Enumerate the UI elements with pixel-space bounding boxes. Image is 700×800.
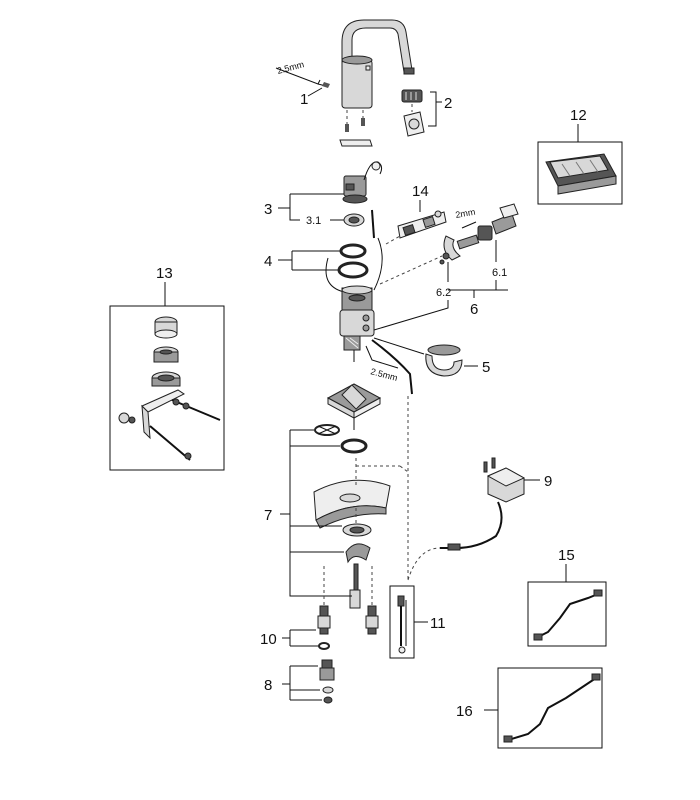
- callout-9: 9: [544, 473, 552, 490]
- callout-5: 5: [482, 359, 490, 376]
- cartridge-part: [342, 161, 383, 239]
- callout-14: 14: [412, 183, 429, 200]
- handle-part: [439, 203, 519, 265]
- allen-mid-label: 2.5mm: [369, 366, 398, 383]
- callout-12: 12: [570, 107, 587, 124]
- extension-hose-part-15: [533, 589, 603, 641]
- extension-hose-part-16: [503, 673, 601, 743]
- allen-key-top-icon: [275, 67, 330, 88]
- callout-10: 10: [260, 631, 277, 648]
- part-13-frame: [109, 305, 225, 471]
- spout-part: [341, 19, 415, 109]
- callout-6-2: 6.2: [436, 287, 451, 299]
- callout-11: 11: [430, 615, 446, 632]
- hoses-part-10: [317, 566, 379, 650]
- spout-screws: [339, 110, 373, 147]
- callout-6: 6: [470, 301, 478, 318]
- power-supply-part-9: [440, 457, 526, 551]
- sensor-box-part: [545, 153, 617, 195]
- o-rings-part: [325, 237, 383, 293]
- callout-4: 4: [264, 253, 272, 270]
- callout-8: 8: [264, 677, 272, 694]
- callout-3: 3: [264, 201, 272, 218]
- mixer-body-part: [339, 285, 375, 362]
- callout-3-1: 3.1: [306, 215, 321, 227]
- aerator-part: [401, 89, 425, 137]
- fixing-set-part-13: [118, 316, 221, 461]
- allen-handle-label: 2mm: [455, 207, 476, 220]
- callout-1: 1: [300, 91, 308, 108]
- callout-6-1: 6.1: [492, 267, 507, 279]
- mounting-set-part-7: [313, 424, 391, 609]
- clip-part-5: [425, 344, 463, 377]
- callout-15: 15: [558, 547, 575, 564]
- callout-16: 16: [456, 703, 473, 720]
- callout-2: 2: [444, 95, 452, 112]
- callout-7: 7: [264, 507, 272, 524]
- callout-13: 13: [156, 265, 173, 282]
- fittings-part-8: [319, 659, 335, 704]
- connector-part-14: [397, 210, 447, 239]
- mounting-plate-part: [326, 383, 382, 419]
- part-15-frame: [527, 581, 607, 647]
- sensor-cable-part-11: [397, 595, 407, 654]
- part-12-frame: [537, 141, 623, 205]
- part-16-frame: [497, 667, 603, 749]
